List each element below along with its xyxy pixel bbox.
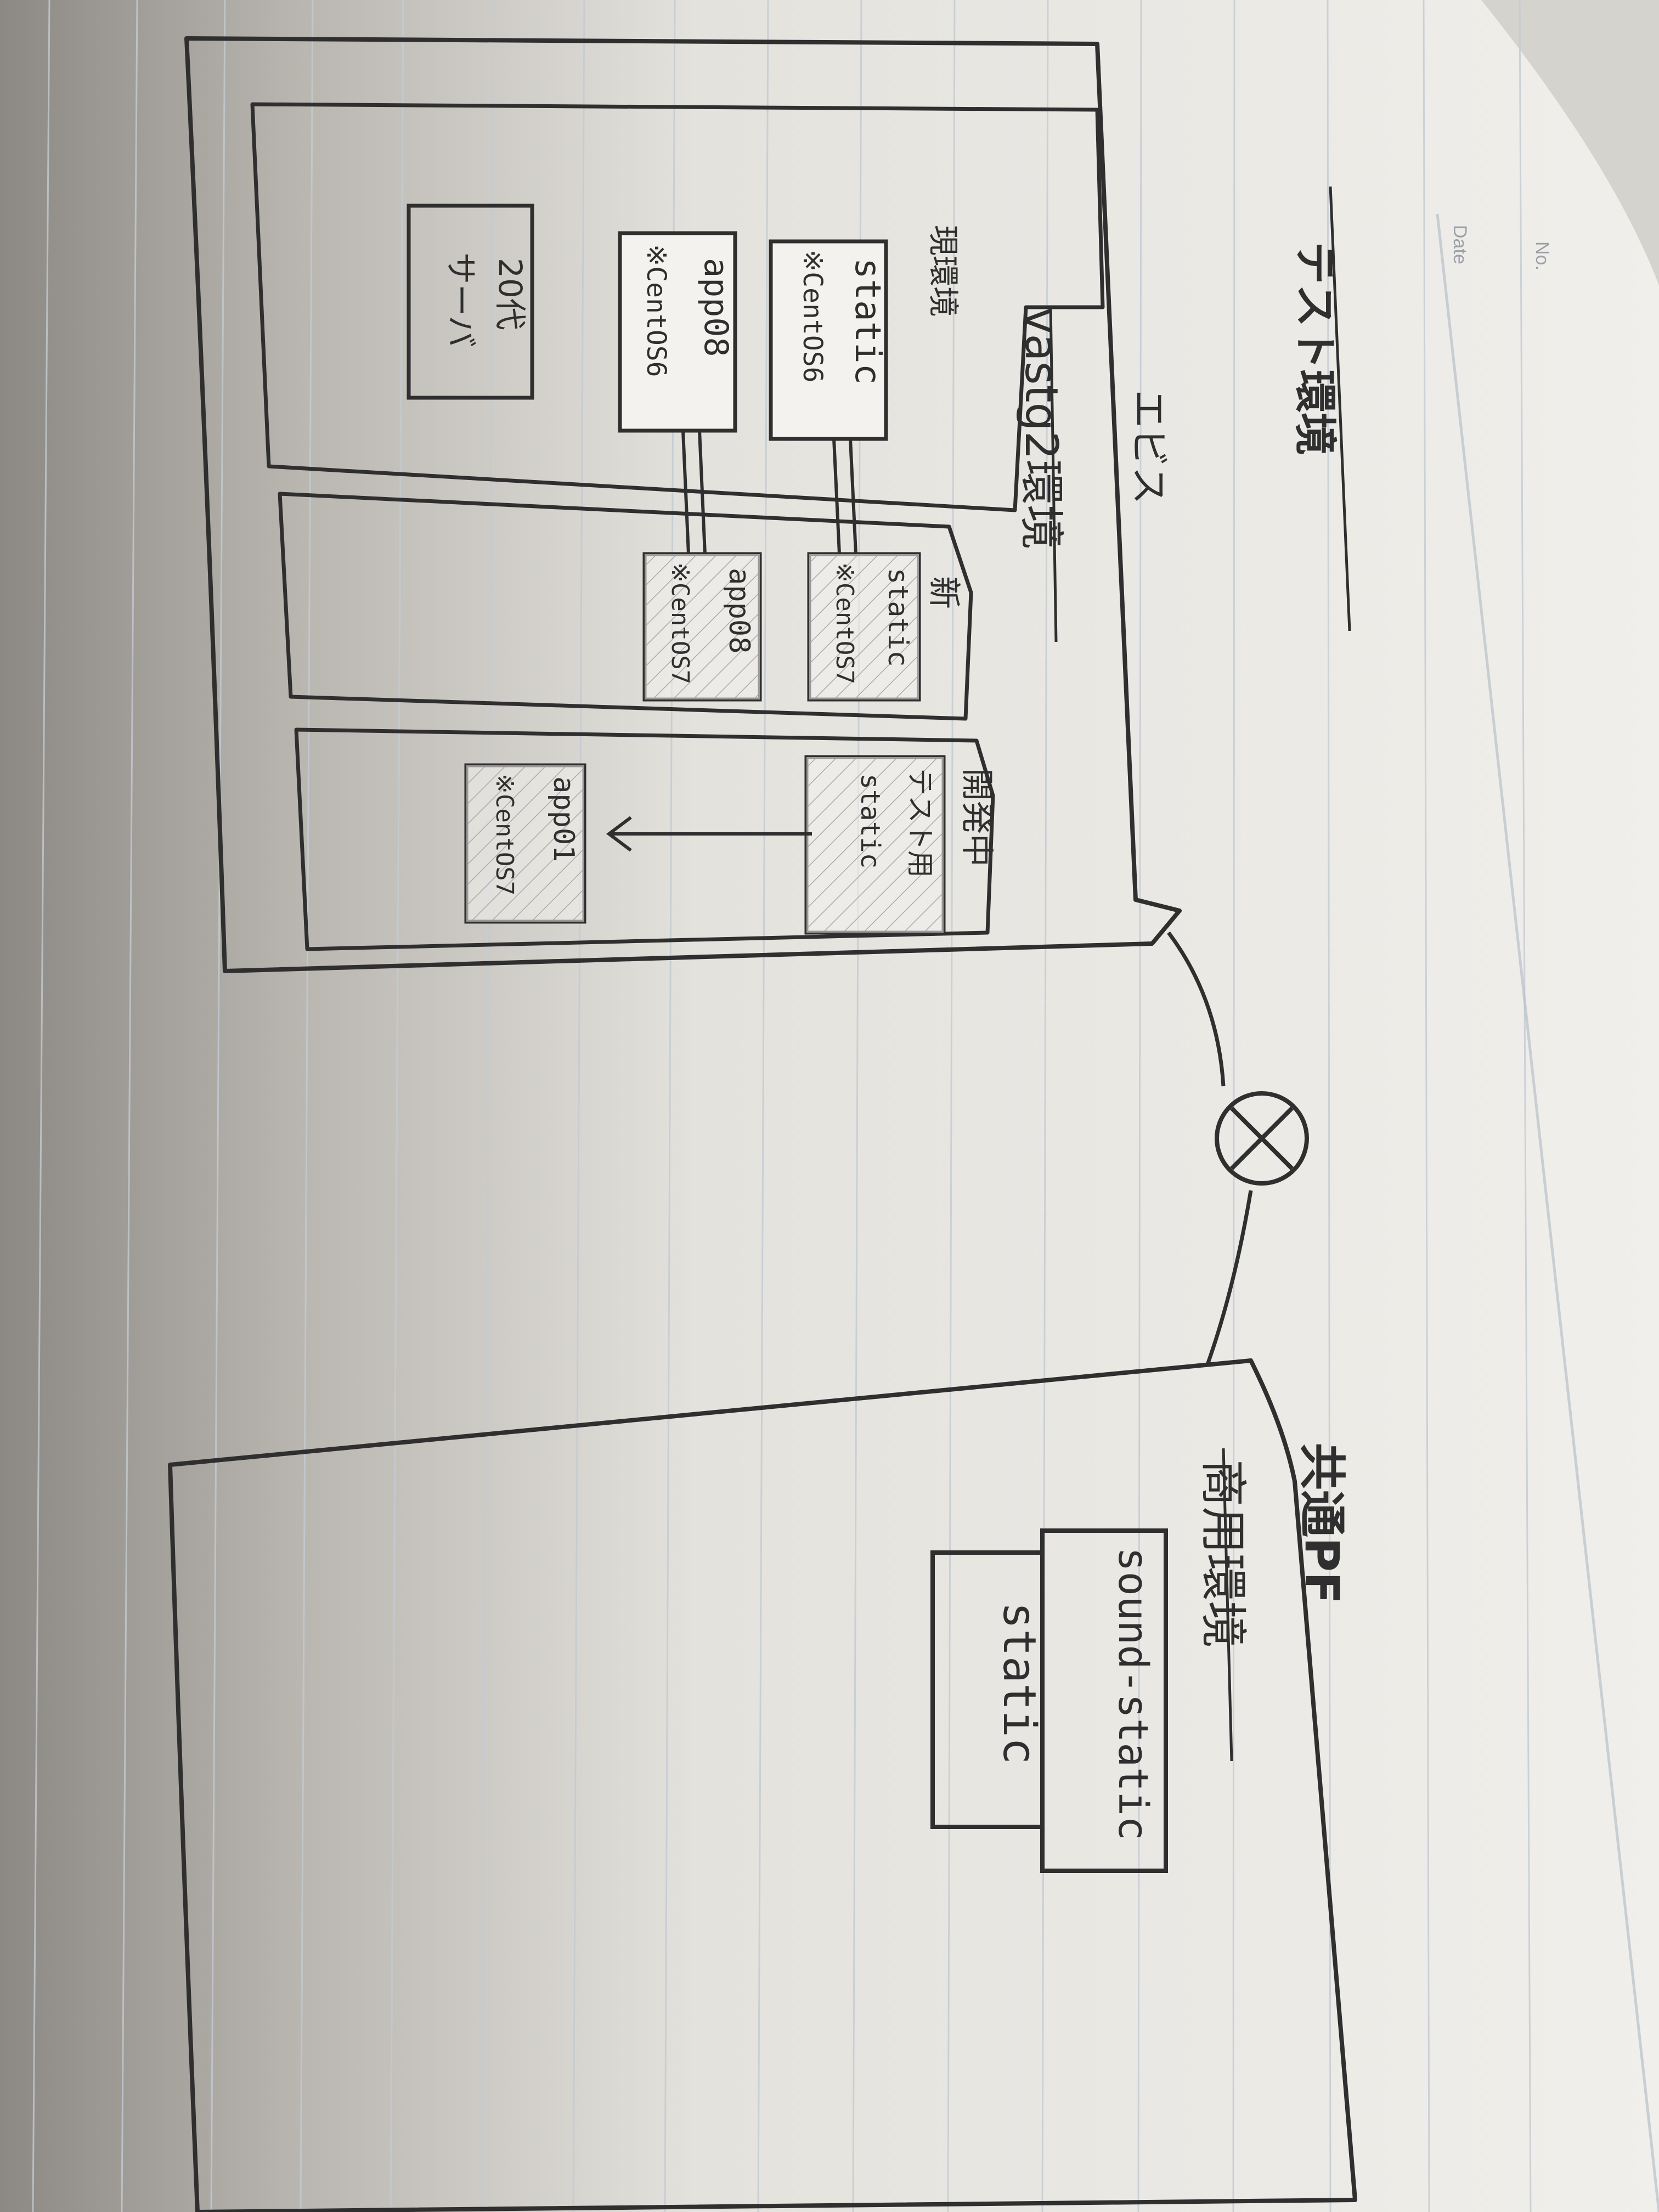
- server-name: app01: [547, 776, 580, 862]
- server-os: ※CentOS6: [797, 250, 828, 383]
- legacy-app08-server: app08 ※CentOS6: [618, 231, 737, 433]
- server-name: app08: [697, 258, 735, 357]
- link-line: [1167, 931, 1253, 1367]
- notebook-date-label: Date: [1449, 225, 1470, 264]
- server-name: テスト用: [904, 768, 936, 878]
- migration-links: [681, 430, 857, 555]
- circled-x-icon: [1215, 1091, 1309, 1186]
- dev-group-label: 開発中: [957, 768, 996, 867]
- server-os: ※CentOS7: [831, 562, 859, 684]
- new-static-server: static ※CentOS7: [807, 552, 921, 702]
- server-name: sound-static: [1109, 1547, 1156, 1841]
- server-name: static: [847, 258, 888, 385]
- region-label: エビス: [1126, 390, 1171, 505]
- new-group: 新 static ※CentOS7 app08 ※CentOS7: [278, 492, 973, 721]
- shared-static-server: static: [930, 1550, 1045, 1829]
- server-name-2: static: [855, 774, 885, 868]
- legacy-group: 現環境 static ※CentOS6 app08 ※CentOS6 20代 サ…: [250, 102, 1105, 512]
- legacy-static-server: static ※CentOS6: [769, 239, 888, 441]
- server-name: app08: [723, 568, 755, 654]
- note-line-1: 20代: [492, 258, 529, 330]
- server-name: static: [993, 1602, 1045, 1764]
- dev-app01-server: app01 ※CentOS7: [464, 763, 586, 924]
- page-edges: [1481, 0, 1659, 285]
- shared-pf-label: 共通PF: [1294, 1443, 1349, 1604]
- server-name: static: [882, 568, 914, 667]
- dev-group: 開発中 テスト用 static app01 ※CentOS7: [294, 727, 996, 951]
- new-app08-server: app08 ※CentOS7: [642, 552, 762, 702]
- shared-pf-env-label: 商用環境: [1195, 1459, 1250, 1648]
- server-os: ※CentOS7: [490, 774, 518, 895]
- dev-link-arrow: [606, 816, 812, 852]
- notebook-no-label: No.: [1532, 241, 1553, 270]
- server-os: ※CentOS7: [666, 562, 694, 684]
- server-os: ※CentOS6: [641, 244, 672, 377]
- new-group-label: 新: [924, 576, 963, 609]
- shared-pf-region: 共通PF 商用環境 sound-static static: [168, 1358, 1357, 2212]
- page-title: テスト環境: [1290, 241, 1339, 455]
- dev-static-server: テスト用 static: [804, 755, 946, 935]
- note-line-2: サーバ: [442, 252, 479, 347]
- legacy-group-label: 現環境: [925, 225, 961, 317]
- legacy-note-box: 20代 サーバ: [407, 204, 534, 400]
